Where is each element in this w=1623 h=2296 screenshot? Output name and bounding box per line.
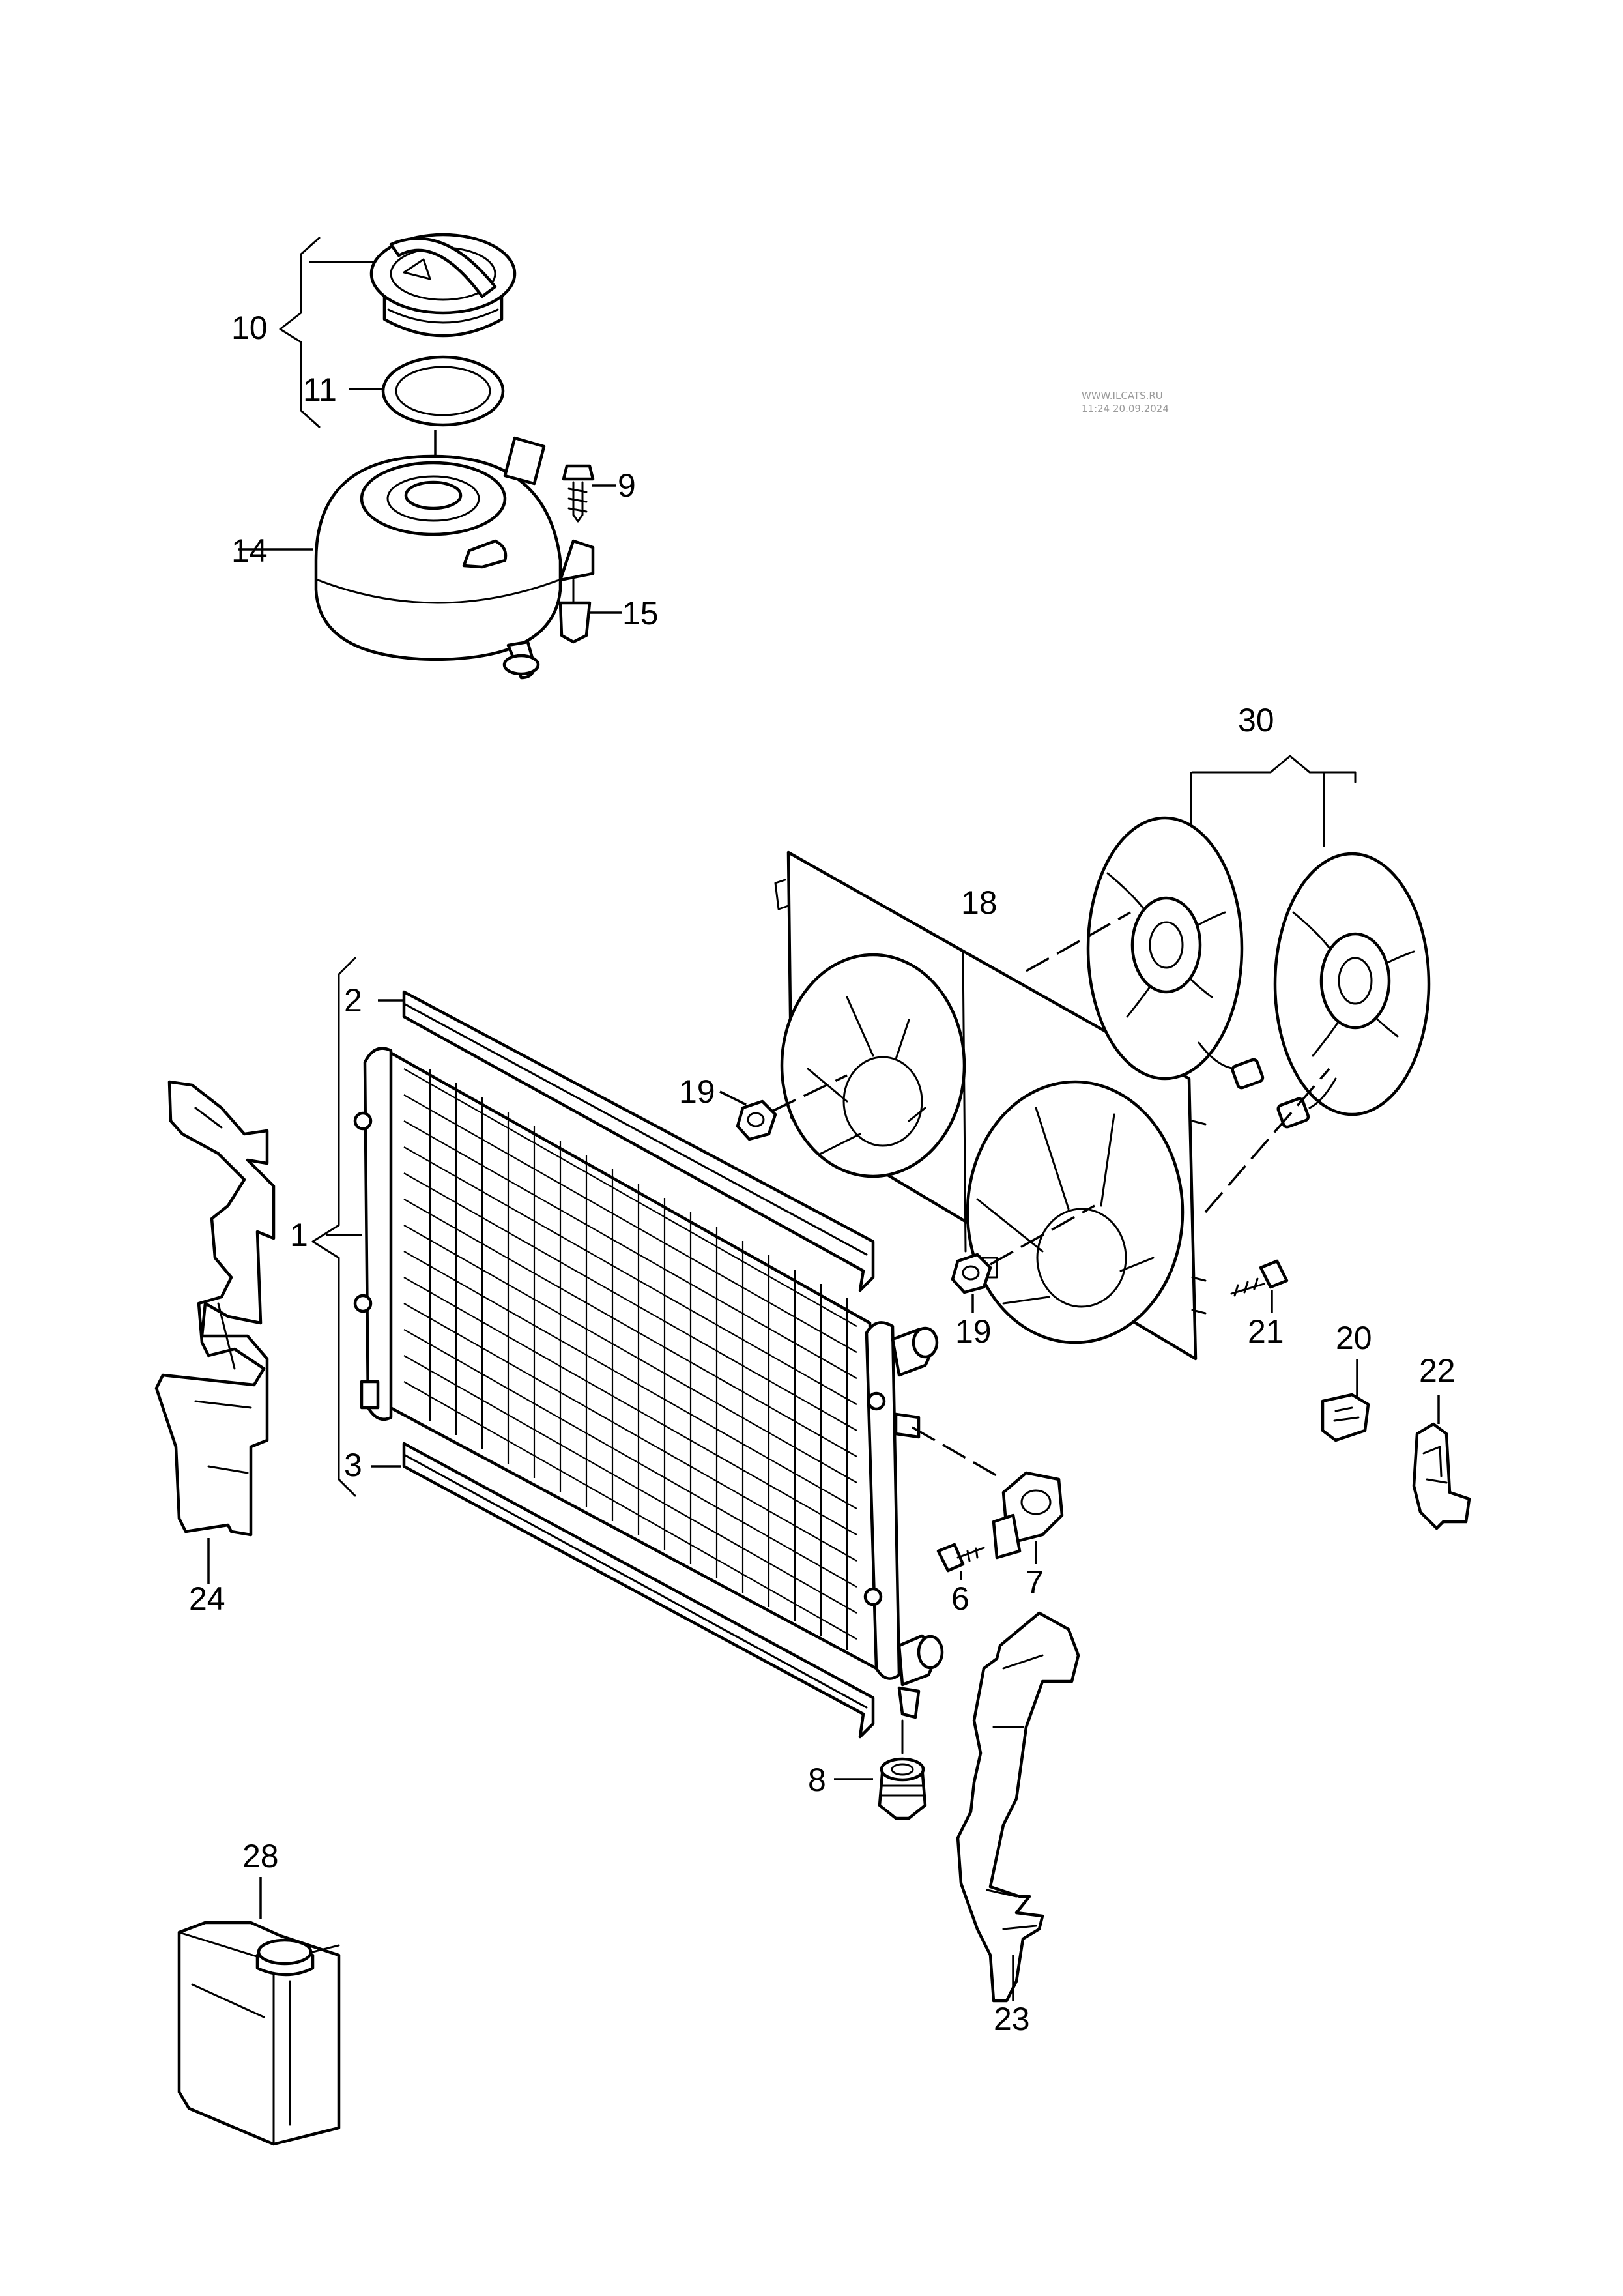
radiator-fins: [403, 1068, 857, 1650]
air-duct-24[interactable]: [154, 1080, 276, 1584]
callout-labels: 1 2 3 6 7 8 9 10 11 14 15 18 19 19 20 21…: [189, 310, 1456, 2037]
nut-19-upper[interactable]: [719, 1074, 848, 1141]
callout-18: 18: [961, 884, 998, 921]
bracket-22[interactable]: [1412, 1395, 1471, 1530]
radiator-left-tank: [363, 1047, 393, 1421]
callout-10: 10: [231, 310, 268, 346]
callout-1: 1: [290, 1217, 308, 1253]
bracket-10: [279, 237, 321, 428]
callout-8: 8: [808, 1762, 826, 1798]
callout-21: 21: [1248, 1313, 1284, 1350]
callout-24: 24: [189, 1580, 225, 1617]
clip-15[interactable]: [558, 579, 622, 644]
radiator-bracket: [311, 957, 362, 1497]
callout-22: 22: [1419, 1352, 1456, 1389]
fan-connector: [1231, 1058, 1265, 1090]
callout-9: 9: [618, 467, 636, 504]
fan-30-right[interactable]: [1273, 771, 1431, 1129]
fan-wire-2: [1308, 1077, 1337, 1109]
watermark-site: WWW.ILCATS.RU: [1082, 390, 1163, 401]
callout-2: 2: [344, 982, 362, 1019]
drain-neck: [897, 1686, 921, 1719]
nut-19-lower[interactable]: [951, 1204, 1095, 1313]
drain-plug-8[interactable]: [834, 1719, 927, 1820]
screw-9[interactable]: [562, 464, 616, 523]
clip-20[interactable]: [1321, 1359, 1370, 1442]
seal-strip-3[interactable]: [371, 1442, 875, 1739]
coolant-container-28[interactable]: [177, 1877, 341, 2146]
callout-14: 14: [231, 532, 268, 569]
callout-19-upper: 19: [679, 1073, 715, 1110]
shroud-fan-right: [966, 1080, 1185, 1344]
callout-28: 28: [242, 1838, 279, 1874]
callout-11: 11: [303, 371, 337, 408]
callout-23: 23: [994, 2001, 1030, 2037]
tank-outlet-top: [462, 539, 508, 569]
fan-30-left[interactable]: [1086, 755, 1357, 1090]
screw-21[interactable]: [1230, 1259, 1289, 1313]
air-duct-23[interactable]: [956, 1611, 1080, 2003]
tank-mount-ear: [558, 539, 595, 582]
radiator[interactable]: [353, 1047, 944, 1719]
callout-3: 3: [344, 1447, 362, 1483]
callout-7: 7: [1026, 1564, 1044, 1601]
callout-19-lower: 19: [955, 1313, 992, 1350]
shroud-fan-left: [780, 953, 966, 1178]
seal-strip-2[interactable]: [378, 990, 875, 1292]
expansion-tank[interactable]: [238, 436, 595, 680]
cap-arrow-icon: [403, 258, 431, 280]
tank-tab: [503, 436, 546, 486]
bolt-6[interactable]: [936, 1543, 985, 1580]
mount-bracket-7[interactable]: [912, 1426, 1064, 1564]
callout-6: 6: [951, 1580, 969, 1617]
cap-assembly[interactable]: [279, 233, 517, 428]
callout-15: 15: [622, 595, 659, 632]
callout-30: 30: [1238, 702, 1274, 738]
watermark-stamp: 11:24 20.09.2024: [1082, 403, 1169, 414]
callout-20: 20: [1336, 1320, 1372, 1356]
cap-grip: [389, 237, 497, 298]
fan-shroud[interactable]: [774, 850, 1207, 1361]
